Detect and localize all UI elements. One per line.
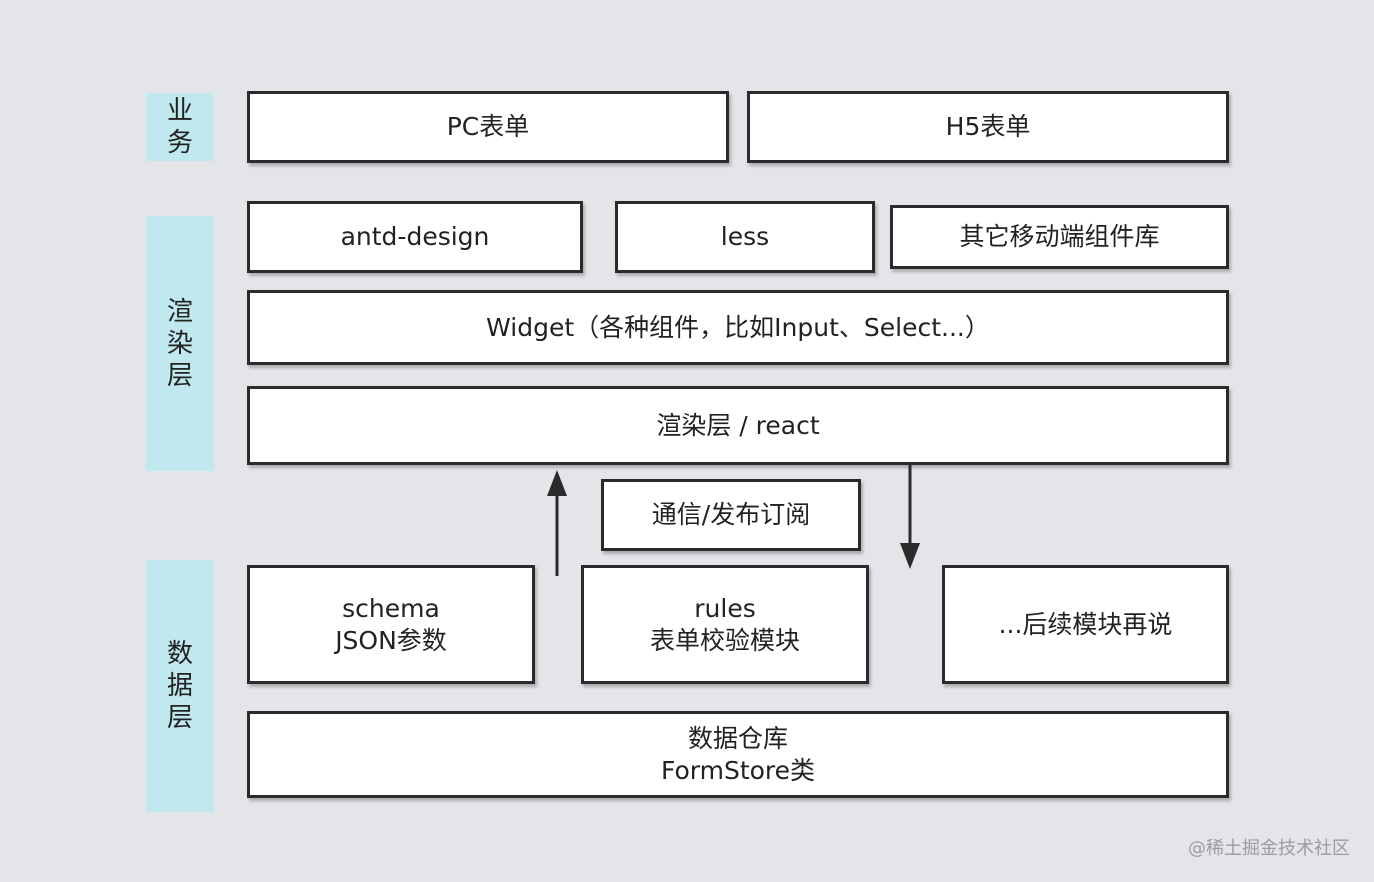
layer-label-char: 层: [166, 703, 193, 733]
layer-label-char: 据: [166, 671, 193, 701]
layer-label-char: 染: [166, 328, 193, 359]
watermark: @稀土掘金技术社区: [1188, 838, 1350, 859]
later-modules-box: ...后续模块再说: [942, 565, 1229, 684]
schema-sublabel: JSON参数: [335, 625, 447, 655]
layer-label-char: 渲: [166, 296, 193, 327]
layer-label-business: 业 务: [146, 93, 214, 161]
rules-box: rules 表单校验模块: [581, 565, 869, 684]
other-mobile-lib-label: 其它移动端组件库: [959, 222, 1160, 251]
pubsub-box: 通信/发布订阅: [601, 479, 861, 551]
less-box: less: [615, 201, 875, 273]
layer-label-char: 业: [166, 96, 193, 126]
schema-label: schema: [342, 593, 440, 623]
down-arrow-icon: [900, 465, 920, 569]
form-store-label: 数据仓库: [687, 723, 788, 753]
form-store-box: 数据仓库 FormStore类: [247, 711, 1229, 798]
up-arrow-icon: [547, 470, 567, 576]
layer-label-data: 数 据 层: [146, 560, 214, 812]
later-modules-label: ...后续模块再说: [998, 609, 1173, 639]
schema-box: schema JSON参数: [247, 565, 535, 684]
widget-label: Widget（各种组件，比如Input、Select...）: [486, 312, 990, 342]
render-react-box: 渲染层 / react: [247, 386, 1229, 465]
pubsub-label: 通信/发布订阅: [651, 500, 811, 529]
layer-label-char: 务: [166, 128, 193, 158]
pc-form-box: PC表单: [247, 91, 729, 163]
h5-form-label: H5表单: [945, 112, 1031, 141]
form-store-sublabel: FormStore类: [660, 755, 816, 785]
antd-design-label: antd-design: [340, 222, 490, 251]
rules-sublabel: 表单校验模块: [649, 625, 800, 655]
less-label: less: [720, 222, 770, 251]
layer-label-char: 数: [166, 639, 193, 669]
antd-design-box: antd-design: [247, 201, 583, 273]
other-mobile-lib-box: 其它移动端组件库: [890, 205, 1229, 269]
pc-form-label: PC表单: [446, 112, 530, 141]
render-react-label: 渲染层 / react: [656, 410, 820, 440]
layer-label-render: 渲 染 层: [146, 216, 214, 471]
rules-label: rules: [694, 593, 756, 623]
widget-box: Widget（各种组件，比如Input、Select...）: [247, 290, 1229, 365]
layer-label-char: 层: [166, 360, 193, 391]
h5-form-box: H5表单: [747, 91, 1229, 163]
